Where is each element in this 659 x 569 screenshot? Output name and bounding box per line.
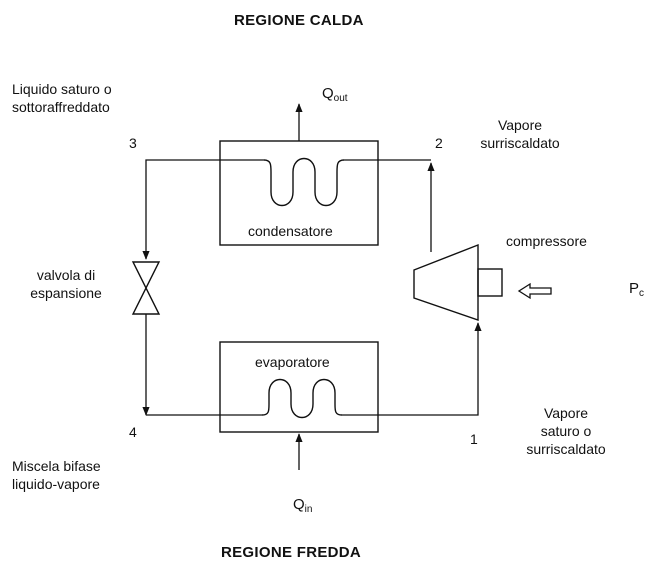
compressor-body — [413, 243, 479, 321]
state-2-line2: surriscaldato — [480, 135, 560, 151]
expansion-valve — [131, 261, 161, 315]
q-out-subscript: out — [333, 93, 348, 104]
state-1-line2: saturo o — [540, 423, 592, 439]
state-1-description: Vapore saturo o surriscaldato — [510, 404, 622, 458]
cold-region-title: REGIONE FREDDA — [221, 544, 362, 561]
state-number-3: 3 — [129, 135, 137, 151]
state-number-1: 1 — [470, 431, 478, 447]
power-symbol: P — [629, 280, 640, 297]
expansion-valve-label-line2: espansione — [30, 285, 102, 301]
state-3-line1: Liquido saturo o — [12, 81, 112, 97]
state-1-line3: surriscaldato — [526, 441, 606, 457]
q-in-symbol: Q — [293, 496, 305, 513]
expansion-valve-label-line1: valvola di — [36, 267, 96, 283]
work-input-arrow — [517, 282, 552, 300]
hot-region-title: REGIONE CALDA — [234, 12, 364, 29]
condenser-coil — [263, 157, 345, 207]
state-number-2: 2 — [435, 135, 443, 151]
evaporator-label: evaporatore — [255, 354, 330, 370]
q-out-label: Qout — [322, 85, 348, 108]
state-4-description: Miscela bifase liquido-vapore — [12, 457, 101, 493]
pipe-3-to-valve — [142, 159, 264, 260]
state-4-line2: liquido-vapore — [12, 476, 100, 492]
state-2-line1: Vapore — [497, 117, 543, 133]
state-3-line2: sottoraffreddato — [12, 99, 110, 115]
evaporator-coil — [261, 378, 343, 419]
state-2-description: Vapore surriscaldato — [465, 116, 575, 152]
compressor-shaft — [477, 268, 503, 297]
condenser-label: condensatore — [248, 223, 333, 239]
evaporator-box — [219, 341, 379, 433]
expansion-valve-label: valvola di espansione — [14, 266, 118, 302]
q-out-symbol: Q — [322, 85, 334, 102]
pipe-evaporator-to-compressor — [342, 322, 482, 416]
q-in-label: Qin — [293, 496, 312, 519]
state-4-line1: Miscela bifase — [12, 458, 101, 474]
compressor-power-label: Pc — [629, 280, 644, 303]
state-3-description: Liquido saturo o sottoraffreddato — [12, 80, 112, 116]
state-number-4: 4 — [129, 424, 137, 440]
power-subscript: c — [639, 288, 645, 299]
compressor-label: compressore — [506, 233, 587, 249]
q-in-subscript: in — [304, 504, 313, 515]
state-1-line1: Vapore — [543, 405, 589, 421]
